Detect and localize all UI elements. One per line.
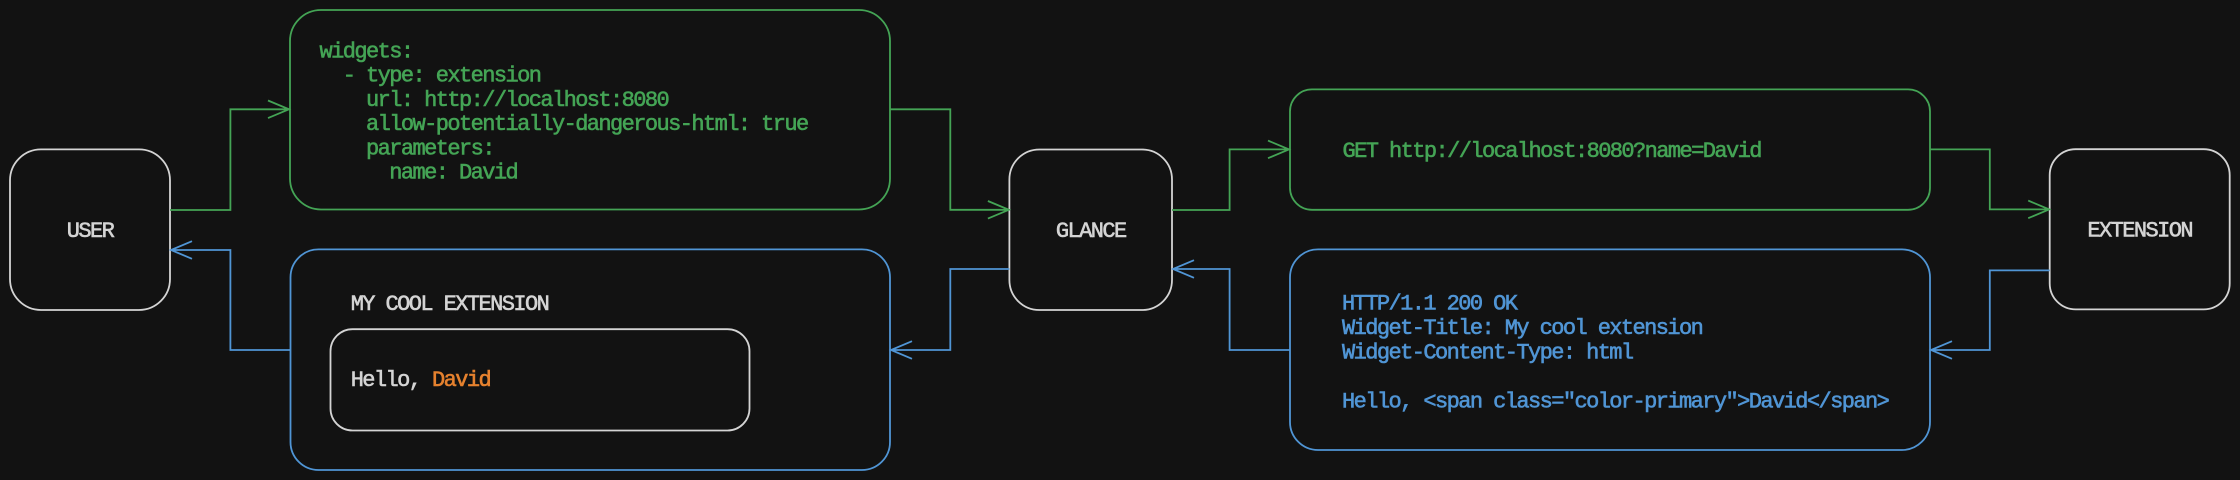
svg-text:USER: USER (67, 219, 115, 244)
svg-text:MY COOL EXTENSION: MY COOL EXTENSION (351, 292, 549, 317)
svg-text:Hello, <span class="color-prim: Hello, <span class="color-primary">David… (1342, 390, 1889, 415)
svg-text:name: David: name: David (320, 161, 518, 186)
svg-text:GLANCE: GLANCE (1056, 219, 1127, 244)
svg-text:Widget-Title: My cool extensio: Widget-Title: My cool extension (1342, 316, 1703, 341)
svg-text:parameters:: parameters: (320, 136, 494, 161)
svg-text:GET http://localhost:8080?name: GET http://localhost:8080?name=David (1343, 139, 1762, 164)
svg-text:allow-potentially-dangerous-ht: allow-potentially-dangerous-html: true (320, 112, 809, 137)
svg-text:widgets:: widgets: (320, 40, 413, 65)
svg-text:Hello, David: Hello, David (351, 368, 491, 393)
svg-text:HTTP/1.1 200 OK: HTTP/1.1 200 OK (1342, 292, 1519, 317)
svg-text:- type: extension: - type: extension (320, 64, 541, 89)
svg-text:Widget-Content-Type: html: Widget-Content-Type: html (1342, 341, 1633, 366)
svg-text:url: http://localhost:8080: url: http://localhost:8080 (320, 88, 669, 113)
svg-text:EXTENSION: EXTENSION (2087, 219, 2192, 244)
